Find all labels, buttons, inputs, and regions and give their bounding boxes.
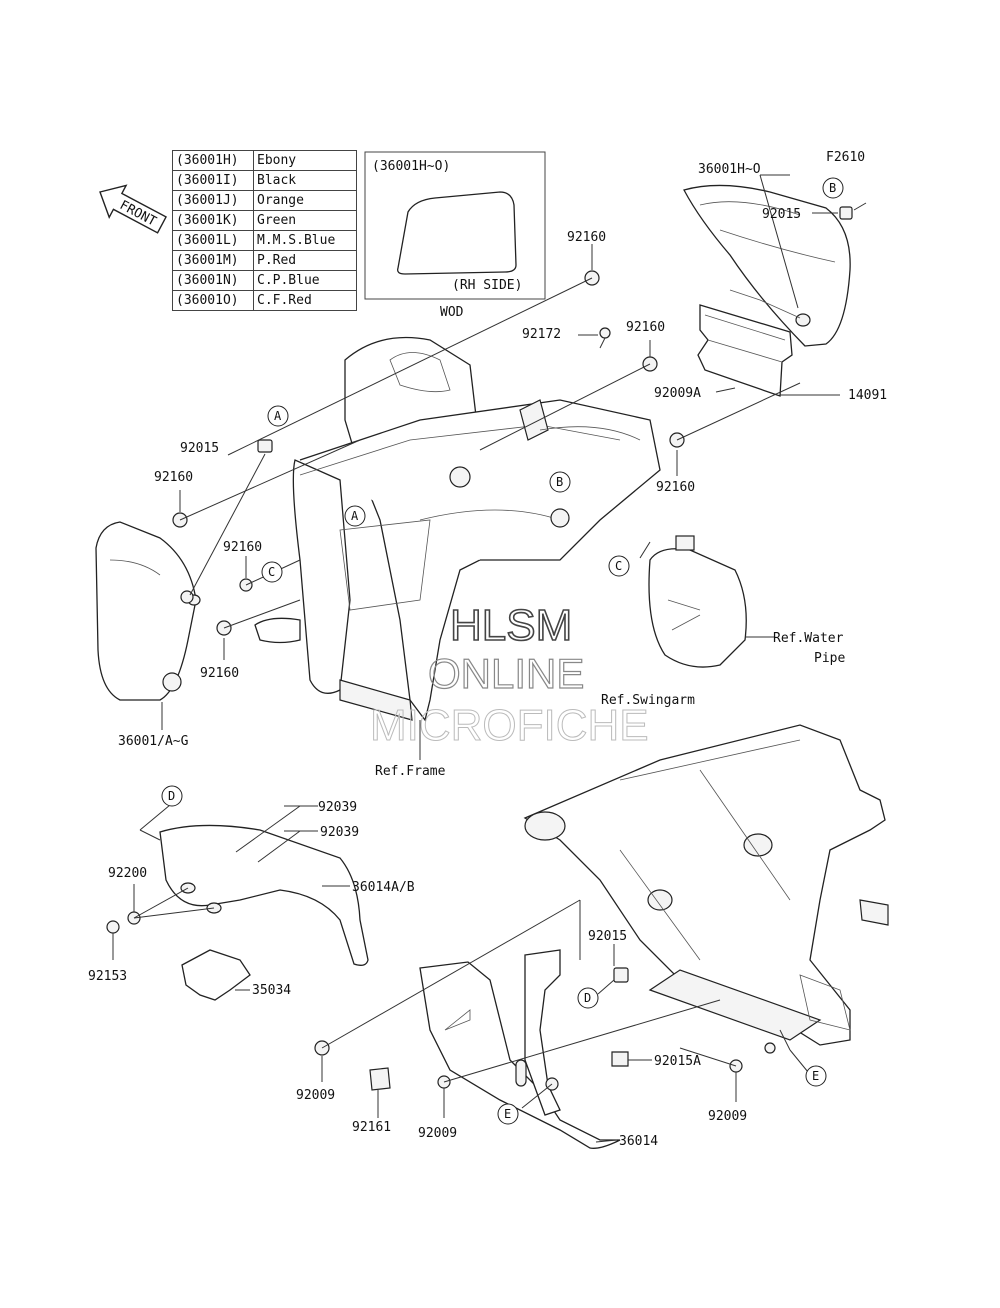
inset-box: (36001H~O) (RH SIDE): [364, 151, 546, 300]
label-ref-frame: Ref.Frame: [375, 764, 446, 779]
label-92153: 92153: [88, 969, 127, 984]
label-35034: 35034: [252, 983, 291, 998]
color-table-row: (36001K)Green: [172, 210, 357, 231]
label-36001h-o: 36001H~O: [698, 162, 761, 177]
color-name: Ebony: [253, 150, 357, 171]
label-92160-left3: 92160: [200, 666, 239, 681]
svg-text:B: B: [829, 181, 836, 195]
left-side-cover: [95, 521, 201, 701]
label-92009a: 92009A: [654, 386, 701, 401]
label-92172: 92172: [522, 327, 561, 342]
callout-b-top: B: [822, 177, 844, 199]
inset-side-label: (RH SIDE): [452, 278, 522, 293]
rh-side-cover-shape: [397, 191, 517, 275]
label-36014a-b: 36014A/B: [352, 880, 415, 895]
callout-e-lower: E: [497, 1103, 519, 1125]
figure-code: F2610: [826, 150, 865, 165]
color-code: (36001O): [172, 290, 254, 311]
label-92015-b: 92015: [762, 207, 801, 222]
bracket-14091: [697, 304, 793, 397]
color-table-row: (36001J)Orange: [172, 190, 357, 211]
color-name: Orange: [253, 190, 357, 211]
label-92039-2: 92039: [320, 825, 359, 840]
color-table-row: (36001L)M.M.S.Blue: [172, 230, 357, 251]
color-name: Green: [253, 210, 357, 231]
swingarm: [523, 724, 889, 1046]
svg-text:A: A: [274, 409, 282, 423]
label-92160-right: 92160: [656, 480, 695, 495]
callout-d-right: D: [577, 987, 599, 1009]
water-pipe-cover: [648, 535, 747, 668]
label-92015-c: 92015: [588, 929, 627, 944]
color-code: (36001N): [172, 270, 254, 291]
front-arrow-icon: FRONT: [99, 184, 167, 234]
watermark-line3: MICROFICHE: [370, 701, 649, 750]
label-36014: 36014: [619, 1134, 658, 1149]
label-92015-a: 92015: [180, 441, 219, 456]
label-14091: 14091: [848, 388, 887, 403]
inset-title: (36001H~O): [372, 159, 450, 174]
color-table-row: (36001N)C.P.Blue: [172, 270, 357, 291]
label-92009-left: 92009: [296, 1088, 335, 1103]
color-code: (36001L): [172, 230, 254, 251]
svg-text:E: E: [812, 1069, 819, 1083]
color-code-table: (36001H)Ebony(36001I)Black(36001J)Orange…: [172, 150, 357, 311]
label-ref-swingarm: Ref.Swingarm: [601, 693, 695, 708]
inset-caption: WOD: [440, 305, 464, 320]
color-name: P.Red: [253, 250, 357, 271]
color-table-row: (36001O)C.F.Red: [172, 290, 357, 311]
svg-text:D: D: [168, 789, 175, 803]
color-name: C.P.Blue: [253, 270, 357, 291]
callout-a-left: A: [267, 405, 289, 427]
svg-text:D: D: [584, 991, 591, 1005]
label-92009-right: 92009: [708, 1109, 747, 1124]
label-92160-left2: 92160: [223, 540, 262, 555]
callout-b-frame: B: [549, 471, 571, 493]
color-name: M.M.S.Blue: [253, 230, 357, 251]
color-name: Black: [253, 170, 357, 191]
color-code: (36001K): [172, 210, 254, 231]
label-92009-mid: 92009: [418, 1126, 457, 1141]
callout-c-right: C: [608, 555, 630, 577]
color-code: (36001J): [172, 190, 254, 211]
callout-c-left: C: [261, 561, 283, 583]
frame-outline: [254, 336, 661, 722]
svg-text:C: C: [268, 565, 275, 579]
callout-d-left: D: [161, 785, 183, 807]
watermark: HLSM ONLINE MICROFICHE: [370, 600, 650, 750]
label-ref-water-1: Ref.Water: [773, 631, 844, 646]
svg-text:A: A: [351, 509, 359, 523]
color-table-row: (36001I)Black: [172, 170, 357, 191]
svg-text:B: B: [556, 475, 563, 489]
bracket-35034: [181, 949, 251, 1001]
label-92200: 92200: [108, 866, 147, 881]
label-92160-mid: 92160: [626, 320, 665, 335]
svg-text:E: E: [504, 1107, 511, 1121]
callout-a-frame: A: [344, 505, 366, 527]
color-code: (36001H): [172, 150, 254, 171]
leader-lines: [112, 174, 867, 1143]
label-92161: 92161: [352, 1120, 391, 1135]
label-ref-water-2: Pipe: [814, 651, 845, 666]
color-table-row: (36001H)Ebony: [172, 150, 357, 171]
label-92039-1: 92039: [318, 800, 357, 815]
color-table-row: (36001M)P.Red: [172, 250, 357, 271]
color-name: C.F.Red: [253, 290, 357, 311]
color-code: (36001M): [172, 250, 254, 271]
watermark-line1: HLSM: [450, 601, 572, 650]
callout-e-right: E: [805, 1065, 827, 1087]
label-92160-left1: 92160: [154, 470, 193, 485]
lower-guard: [419, 949, 621, 1149]
color-code: (36001I): [172, 170, 254, 191]
svg-text:C: C: [615, 559, 622, 573]
right-side-cover: [683, 184, 851, 347]
chain-guard: [159, 824, 369, 966]
label-36001-a-g: 36001/A~G: [118, 734, 189, 749]
watermark-line2: ONLINE: [428, 650, 584, 697]
label-92015a: 92015A: [654, 1054, 701, 1069]
label-92160-top: 92160: [567, 230, 606, 245]
